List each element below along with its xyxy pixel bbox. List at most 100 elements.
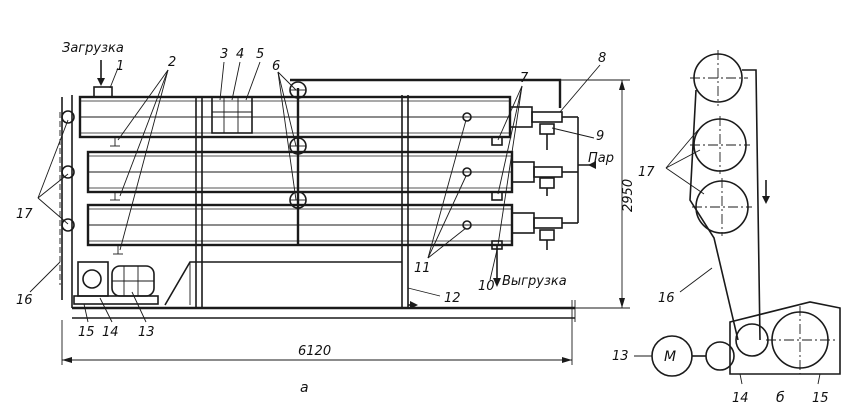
dim-length-arrow-left [62,357,72,363]
dim-height-arrow-top [619,80,625,90]
callout-3: 3 [220,47,228,62]
leader-3 [219,61,225,101]
drum-2-endcap [511,161,535,183]
front-view: Загрузка 1 2 3 4 5 6 7 8 9 Пар 10 Выгруз… [16,41,636,396]
leader-15 [83,303,89,323]
callout-7: 7 [520,71,529,86]
leader-17b [37,173,69,199]
leader-6c [277,71,297,201]
callout-13: 13 [138,325,155,340]
side-callout-16: 16 [658,291,675,306]
loading-arrow-head [97,78,105,86]
hatch-1 [462,112,472,122]
leader-2c [119,69,169,251]
leader-17c [37,197,69,225]
side-pulley-3 [695,180,749,234]
leader-7b [497,85,523,195]
callout-1: 1 [116,59,124,74]
callout-14: 14 [102,325,119,340]
callout-4: 4 [236,47,244,62]
drum-3-sprocket [61,218,75,232]
leader-11c [427,227,467,259]
drum-2-steam-coupling [533,166,563,178]
steam-valves [539,123,555,250]
steam-valve-3 [539,229,555,241]
side-callout-17: 17 [638,165,655,180]
drum-3 [61,203,563,247]
drive-base [73,295,159,305]
drum-1-steam-coupling [531,111,563,123]
dim-length-label: 6120 [298,344,331,359]
leader-10 [489,249,498,281]
callout-12: 12 [444,291,461,306]
callout-15: 15 [78,325,95,340]
steam-valve-1 [539,123,555,135]
loading-hopper [93,86,113,98]
caption-a: а [300,380,309,396]
hatch-3 [462,220,472,230]
side-leader-15 [817,373,821,385]
bottom-truss [164,261,402,306]
dim-height-label: 2950 [621,179,636,212]
dim-height-arrow-bottom [619,298,625,308]
drum-2-sprocket [61,165,75,179]
steam-valve-2 [539,177,555,189]
side-chain-right [742,69,761,341]
side-chain-arrow [762,196,770,204]
dim-length-arrow-right [562,357,572,363]
leader-13 [131,291,147,323]
callout-8: 8 [598,51,606,66]
side-leader-17a [665,129,699,169]
side-view: М 17 16 13 14 15 б [612,50,841,406]
drum-1 [61,95,563,139]
callout-16: 16 [16,293,33,308]
motor-label: М [664,349,676,365]
leader-2b [119,69,169,197]
leader-6a [277,71,297,91]
side-callout-15: 15 [812,391,829,406]
side-leader-14 [739,373,743,385]
unloading-label: Выгрузка [502,274,567,289]
callout-6: 6 [272,59,280,74]
callout-2: 2 [168,55,176,70]
drum-3-steam-coupling [533,217,563,229]
discharge-arrow [493,278,501,287]
leader-9 [551,127,595,139]
leader-6b [277,71,297,147]
steam-label: Пар [588,151,614,166]
reducer-small-pulley [735,323,769,357]
leader-5 [245,61,261,101]
reducer-pulley [82,269,102,289]
side-leader-16 [679,267,713,293]
leader-7a [497,85,523,141]
drum-1-sprocket [61,110,75,124]
leader-17a [37,119,69,199]
leader-lines [29,61,601,323]
leader-14 [99,297,113,323]
side-callout-14: 14 [732,391,749,406]
side-leader-17c [665,167,705,195]
loading-label: Загрузка [62,41,124,56]
leader-16 [29,261,61,293]
callout-10: 10 [478,279,495,294]
side-chain-left [689,89,739,341]
control-block [211,96,253,134]
callout-11: 11 [414,261,431,276]
leader-2a [117,69,169,141]
side-pulley-2 [693,118,747,172]
callout-5: 5 [256,47,264,62]
drum-3-endcap [511,212,535,234]
flange-7a [491,136,503,146]
steam-arrow [588,161,596,169]
leader-11a [427,119,467,259]
leader-11b [427,175,467,259]
leader-1 [109,67,119,89]
leader-4 [231,61,241,101]
caption-b: б [776,390,785,406]
side-leader-17b [665,149,701,169]
callout-9: 9 [596,129,604,144]
leader-7c [497,85,523,246]
flange-7b [491,191,503,201]
hatch-2 [462,167,472,177]
